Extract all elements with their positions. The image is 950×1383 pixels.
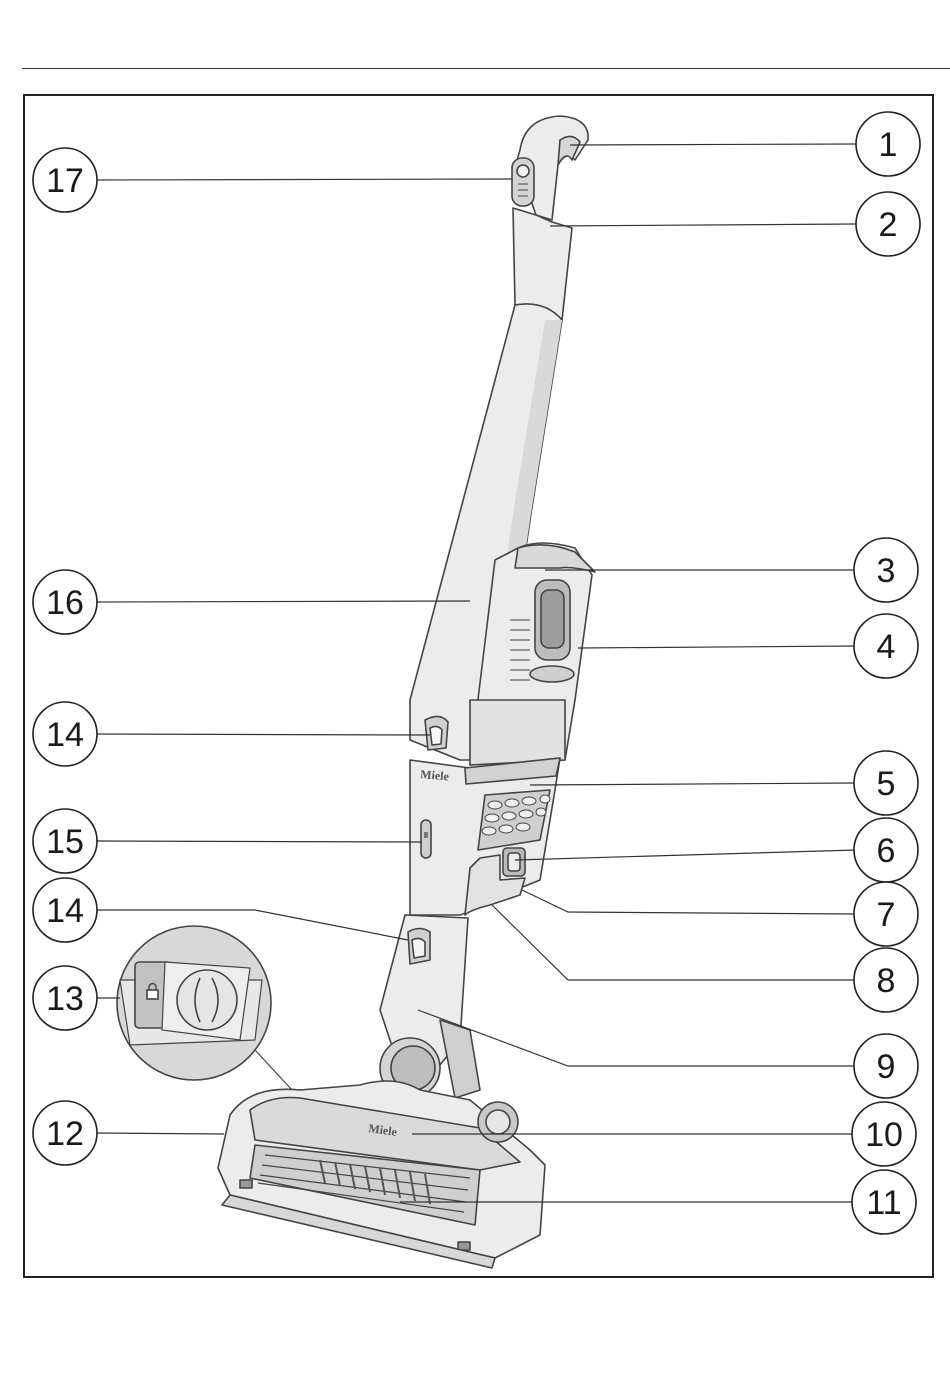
callout-9: 9	[854, 1034, 918, 1098]
callout-17: 17	[33, 148, 97, 212]
callout-10: 10	[852, 1102, 916, 1166]
callout-number: 11	[866, 1184, 901, 1222]
callout-8: 8	[854, 948, 918, 1012]
callout-number: 8	[877, 962, 896, 1000]
status-display	[421, 820, 431, 858]
dust-container-lid	[515, 545, 595, 572]
handle-grip	[558, 136, 580, 165]
callout-4: 4	[854, 614, 918, 678]
brand-body: Miele	[420, 767, 450, 784]
callout-7: 7	[854, 882, 918, 946]
callout-14b: 14	[33, 702, 97, 766]
lock-detail	[117, 926, 292, 1090]
callout-6: 6	[854, 818, 918, 882]
callout-13: 13	[33, 966, 97, 1030]
callout-number: 7	[877, 896, 896, 934]
callout-number: 4	[877, 628, 896, 666]
callout-number: 14	[46, 716, 84, 754]
callout-12: 12	[33, 1101, 97, 1165]
power-button-icon	[517, 165, 529, 177]
callout-number: 15	[46, 823, 84, 861]
callout-number: 14	[46, 892, 84, 930]
callout-3: 3	[854, 538, 918, 602]
callout-15: 15	[33, 809, 97, 873]
callout-number: 2	[879, 206, 898, 244]
callout-14a: 14	[33, 878, 97, 942]
callout-number: 12	[46, 1115, 84, 1153]
callout-number: 10	[865, 1116, 903, 1154]
callout-number: 9	[877, 1048, 896, 1086]
callout-number: 1	[879, 126, 898, 164]
callout-number: 6	[877, 832, 896, 870]
callout-2: 2	[856, 192, 920, 256]
lock-dial	[177, 970, 237, 1030]
callout-16: 16	[33, 570, 97, 634]
callout-number: 3	[877, 552, 896, 590]
upper-tube	[513, 208, 572, 320]
callout-11: 11	[852, 1170, 916, 1234]
callout-5: 5	[854, 751, 918, 815]
vacuum-illustration: Miele	[218, 116, 595, 1268]
callout-number: 5	[877, 765, 896, 803]
callout-number: 16	[46, 584, 84, 622]
callout-number: 13	[46, 980, 84, 1018]
callout-1: 1	[856, 112, 920, 176]
callout-number: 17	[46, 162, 84, 200]
